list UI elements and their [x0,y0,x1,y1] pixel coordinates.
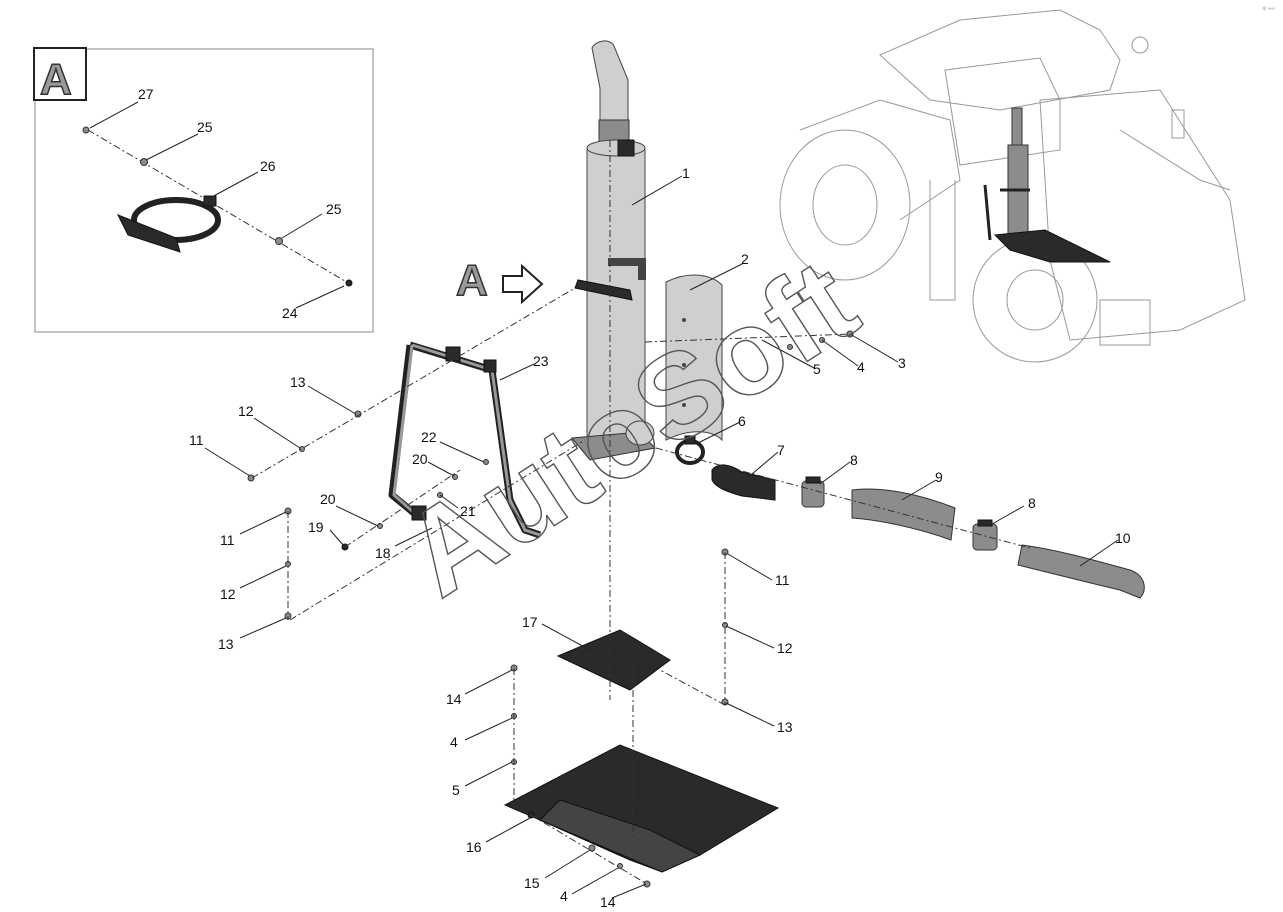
detail-view-label-box [33,47,87,101]
callout-17: 17 [522,614,538,630]
base-platform-16-part [503,744,780,873]
callout-4b: 4 [450,734,458,750]
callout-22: 22 [421,429,437,445]
callout-24: 24 [282,305,298,321]
callout-8: 8 [850,452,858,468]
callout-25b: 25 [326,201,342,217]
callout-13c: 13 [777,719,793,735]
detail-view-frame [34,48,374,333]
callout-5b: 5 [452,782,460,798]
assembly-lines [251,140,1031,885]
tractor-illustration [779,9,1246,363]
callout-labels: 1 2 3 4 5 6 7 8 9 8 10 23 13 12 11 22 20… [189,165,1131,910]
callout-11: 11 [189,432,204,448]
tail-pipe-10-part [1017,544,1145,599]
muffler-clamp-part [574,279,633,301]
clamp-8a-part [801,476,825,508]
detail-axis-line [87,129,351,285]
callout-5: 5 [813,361,821,377]
callout-23: 23 [533,353,549,369]
clamp-6-part [675,435,705,465]
callout-16: 16 [466,839,482,855]
clamp-8b-part [972,519,998,551]
callout-9: 9 [935,469,943,485]
clamp-26-part [116,195,221,253]
callout-19: 19 [308,519,324,535]
callout-11c: 11 [775,572,790,588]
callout-13: 13 [290,374,306,390]
callout-25: 25 [197,119,213,135]
callout-27: 27 [138,86,154,102]
callout-18: 18 [375,545,391,561]
callout-15: 15 [524,875,540,891]
view-arrow-a: A [455,255,544,306]
detail-view-a: A 27 25 26 25 24 [33,47,374,333]
callout-3: 3 [898,355,906,371]
leader-lines [204,175,1119,899]
nut-24-part [345,279,353,287]
callout-20b: 20 [320,491,336,507]
callout-20: 20 [412,451,428,467]
callout-4: 4 [857,359,865,375]
heat-shield-2-part [665,274,723,442]
callout-14b: 14 [600,894,616,910]
callout-1: 1 [682,165,690,181]
callout-13b: 13 [218,636,234,652]
callout-12b: 12 [220,586,236,602]
callout-7: 7 [777,442,785,458]
callout-12: 12 [238,403,254,419]
corner-tag: ⚙ ∞∞ [1262,6,1275,12]
view-arrow-icon [502,263,544,305]
callout-14: 14 [446,691,462,707]
callout-12c: 12 [777,640,793,656]
mount-plate-17-part [556,629,671,691]
callout-21: 21 [460,503,476,519]
callout-2: 2 [741,251,749,267]
callout-11b: 11 [220,532,235,548]
bolt-27-part [82,126,90,134]
callout-4c: 4 [560,888,568,904]
elbow-pipe-7-part [711,464,776,501]
washer-25-part [140,158,148,166]
detail-view-letter: A [40,55,72,104]
callout-26: 26 [260,158,276,174]
callout-8b: 8 [1028,495,1036,511]
view-arrow-letter: A [456,256,488,305]
callout-10: 10 [1115,530,1131,546]
callout-6: 6 [738,413,746,429]
washer-25b-part [275,237,283,245]
bracket-23-part [388,341,542,539]
